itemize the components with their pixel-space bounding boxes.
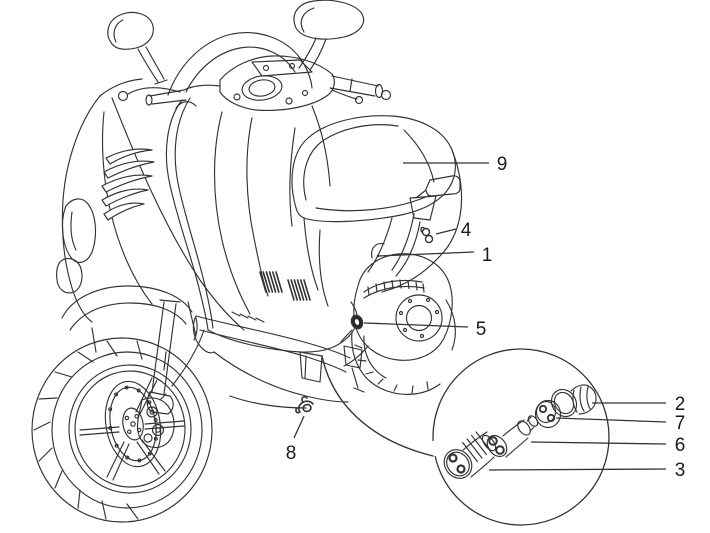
part-7-cable-plate xyxy=(534,399,562,429)
rear-body xyxy=(303,149,463,307)
callout-6-label: 6 xyxy=(675,435,686,456)
callout-8-label: 8 xyxy=(286,443,297,464)
detail-circle xyxy=(432,348,610,526)
front-fairing xyxy=(61,78,245,331)
right-grip-and-lever xyxy=(329,75,392,105)
callout-7-leader xyxy=(555,417,667,423)
brake-disc xyxy=(104,380,162,468)
seat xyxy=(291,115,456,223)
grab-lever-and-bracket xyxy=(409,175,461,221)
retainer-clip-8 xyxy=(295,396,314,414)
callout-2: 2 xyxy=(592,394,685,415)
callout-5: 5 xyxy=(363,319,487,340)
transmission-cables xyxy=(165,97,357,387)
callout-3-label: 3 xyxy=(675,460,686,481)
rear-wheel xyxy=(351,331,441,395)
brake-caliper xyxy=(136,393,175,449)
callout-8: 8 xyxy=(286,415,305,464)
headlight xyxy=(61,198,97,263)
callout-4-label: 4 xyxy=(461,220,472,241)
balloon-tail-swoosh xyxy=(321,355,434,457)
front-fork xyxy=(91,299,181,415)
scooter-illustration xyxy=(31,0,463,523)
detail-balloon xyxy=(321,348,610,526)
right-mirror xyxy=(293,0,365,71)
callout-6: 6 xyxy=(530,435,686,456)
part-2-rubber-boot xyxy=(550,384,597,418)
callout-3: 3 xyxy=(488,460,686,481)
callouts: 9 4 1 5 8 2 7 6 xyxy=(286,154,686,481)
callout-7-label: 7 xyxy=(675,413,686,434)
part-6-adjuster-barrel xyxy=(486,415,539,458)
fairing-vent-gills xyxy=(101,148,155,221)
callout-2-label: 2 xyxy=(675,394,686,415)
handlebar-console xyxy=(219,55,335,111)
callout-8-leader xyxy=(293,415,305,439)
callout-9-label: 9 xyxy=(497,154,508,175)
floorboard-underbody xyxy=(192,311,365,409)
callout-7: 7 xyxy=(555,413,686,434)
left-mirror xyxy=(107,11,168,85)
callout-6-leader xyxy=(530,441,667,445)
callout-5-label: 5 xyxy=(476,319,487,340)
front-fender xyxy=(61,285,198,341)
cable-end-fitting-5 xyxy=(340,301,364,343)
retainer-clip-4 xyxy=(420,226,434,244)
callout-9: 9 xyxy=(403,154,507,175)
wheel-spokes xyxy=(79,377,185,481)
callout-5-leader xyxy=(363,322,469,328)
callout-1: 1 xyxy=(376,245,493,266)
front-wheel xyxy=(31,337,213,523)
callout-1-label: 1 xyxy=(482,245,493,266)
windscreen xyxy=(167,32,313,96)
tire-treads xyxy=(33,340,167,520)
leg-shield-seams xyxy=(213,105,331,315)
body-vent-slots xyxy=(259,271,311,301)
part-3-cable-adjuster-cap xyxy=(443,431,497,479)
callout-4: 4 xyxy=(435,220,472,241)
callout-3-leader xyxy=(488,468,667,471)
callout-1-leader xyxy=(377,251,475,257)
callout-4-leader xyxy=(435,228,457,235)
front-blinker xyxy=(56,257,83,294)
left-grip-and-lever xyxy=(117,84,221,106)
